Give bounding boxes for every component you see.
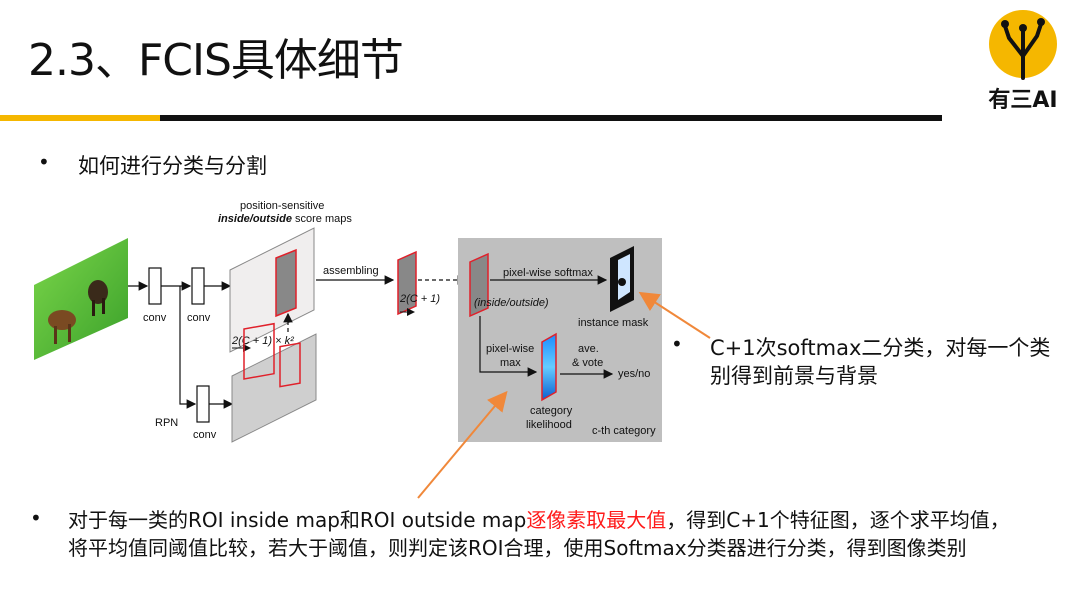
callout-arrow-mask <box>638 291 711 339</box>
category-label-2: likelihood <box>526 419 572 431</box>
conv-block-1 <box>148 267 162 305</box>
instance-mask-image <box>610 246 634 312</box>
bullet-dot: • <box>38 150 50 174</box>
conv-block-2 <box>191 267 205 305</box>
rpn-label: RPN <box>155 417 178 429</box>
b3-text-2: ，得到C+1个特征图，逐个求平均值，将平均值同阈值比较，若大于阈值，则判定该RO… <box>68 508 1010 560</box>
input-image <box>34 238 128 360</box>
pixel-softmax-label: pixel-wise softmax <box>503 267 593 279</box>
assembling-label: assembling <box>323 265 379 277</box>
score-maps-label-2: inside/outside score maps <box>218 213 352 225</box>
conv-label-3: conv <box>193 429 217 441</box>
inside-outside-label: (inside/outside) <box>474 297 549 309</box>
cth-category-label: c-th category <box>592 425 656 437</box>
assembled-map <box>397 250 417 316</box>
conv-label-1: conv <box>143 312 167 324</box>
roi-box-1 <box>243 322 275 380</box>
bullet-roi-maps: 对于每一类的ROI inside map和ROI outside map逐像素取… <box>68 506 1018 562</box>
bullet-dot: • <box>30 506 42 530</box>
bullet-softmax-binary: C+1次softmax二分类，对每一个类别得到前景与背景 <box>710 336 1051 388</box>
logo-icon <box>989 10 1057 80</box>
category-label-1: category <box>530 405 573 417</box>
score-maps-label-1: position-sensitive <box>240 200 324 212</box>
roi-box-2 <box>279 342 301 388</box>
category-likelihood-map <box>541 332 557 402</box>
pixel-max-label-2: max <box>500 357 521 369</box>
logo-text: 有三AI <box>988 88 1058 113</box>
yes-no-label: yes/no <box>618 368 650 380</box>
score-maps-plane <box>229 227 315 353</box>
conv-block-rpn <box>196 385 210 423</box>
slide-title: 2.3、FCIS具体细节 <box>28 35 404 86</box>
bullet-dot: • <box>671 332 683 356</box>
score-maps-label-rest: score maps <box>292 213 352 225</box>
score-maps-label-italic: inside/outside <box>218 213 292 225</box>
score-map-slice <box>275 248 297 318</box>
roi-score-map <box>469 252 489 318</box>
title-underline-accent <box>0 115 160 121</box>
callout-arrow-category <box>417 390 508 499</box>
dim-label-small: 2(C + 1) <box>399 293 440 305</box>
vote-label: & vote <box>572 357 603 369</box>
pixel-max-label-1: pixel-wise <box>486 343 534 355</box>
bullet-how-classify-segment: 如何进行分类与分割 <box>78 154 267 178</box>
b3-highlight: 逐像素取最大值 <box>526 508 667 532</box>
rpn-feature-map <box>231 333 317 443</box>
ave-label: ave. <box>578 343 599 355</box>
instance-mask-label: instance mask <box>578 317 649 329</box>
b3-text-1: 对于每一类的ROI inside map和ROI outside map <box>68 508 527 532</box>
title-underline <box>160 115 942 121</box>
conv-label-2: conv <box>187 312 211 324</box>
